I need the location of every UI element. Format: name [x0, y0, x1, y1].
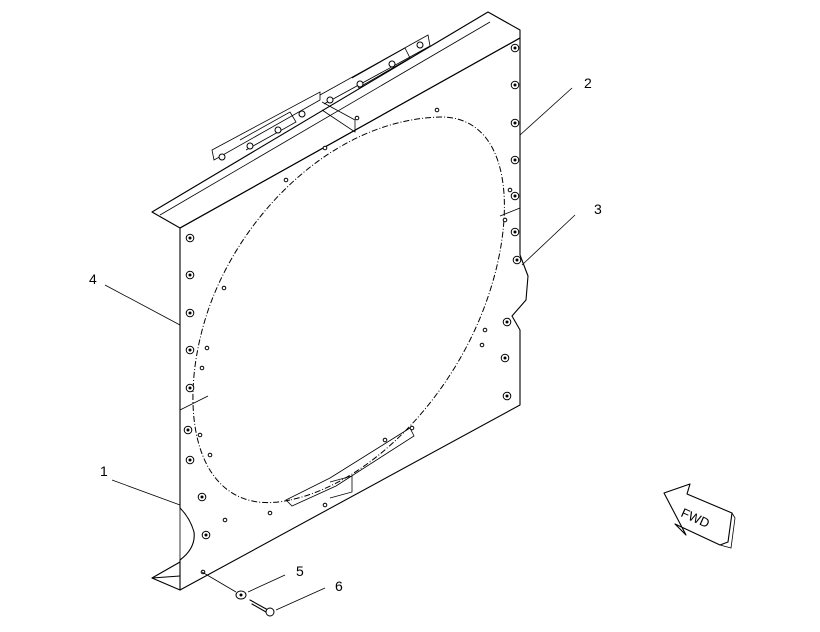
bolt-hole-center [503, 356, 507, 360]
bolt-hole [222, 517, 228, 523]
bolt-hole-center [200, 495, 204, 499]
bolt-hole-center [188, 386, 192, 390]
fwd-label: FWD [679, 505, 712, 531]
callout-4: 4 [89, 271, 97, 287]
fwd-arrow-icon [663, 483, 733, 546]
bracket-bolt [246, 142, 254, 150]
callout-5: 5 [296, 563, 304, 579]
bolt-hole-center [188, 273, 192, 277]
bolt-hole [322, 145, 328, 151]
bolt-hole-center [515, 258, 519, 262]
callout-3: 3 [594, 201, 602, 217]
bolt-hole [322, 502, 328, 508]
fasteners [201, 571, 275, 617]
bracket-bolt [218, 153, 226, 161]
ring-segment [285, 427, 415, 507]
bolt-hole-center [513, 46, 517, 50]
bolt-hole [283, 177, 289, 183]
bolt-hole-center [188, 458, 192, 462]
callout-labels: 1 2 3 4 5 6 [89, 75, 602, 594]
callout-6: 6 [335, 578, 343, 594]
bolt-hole-center [204, 533, 208, 537]
bolt-hole [382, 437, 388, 443]
bolt-hole-center [513, 194, 517, 198]
bolt-hole [267, 510, 273, 516]
bolt-holes [183, 43, 522, 575]
bracket-bolt [298, 110, 306, 118]
bracket-bolt [388, 60, 396, 68]
bolt-hole [354, 115, 360, 121]
callout-2: 2 [584, 75, 592, 91]
bracket-bolt [356, 80, 364, 88]
bolt-hole [207, 452, 213, 458]
bolt-hole [434, 107, 440, 113]
bracket-bolt [326, 96, 334, 104]
bolt-hole [502, 217, 508, 223]
fan-opening [192, 116, 505, 503]
bolt-hole-center [505, 394, 509, 398]
shroud-panel [151, 11, 529, 591]
bolt-hole [479, 342, 485, 348]
bolt-hole [199, 365, 205, 371]
bracket-bolt [416, 41, 424, 49]
bolt-hole [507, 187, 513, 193]
bolt-hole [204, 345, 210, 351]
leader-lines [104, 87, 576, 611]
bolt-hole [482, 327, 488, 333]
top-brackets [211, 34, 431, 161]
bolt-hole-center [505, 320, 509, 324]
bolt-hole [409, 425, 415, 431]
bolt-hole-center [513, 83, 517, 87]
bolt-hole-center [513, 158, 517, 162]
bolt-hole-center [188, 311, 192, 315]
bolt-hole-center [186, 428, 190, 432]
bolt-icon [249, 599, 269, 613]
bolt-hole-center [513, 230, 517, 234]
bolt-hole-center [188, 236, 192, 240]
bolt-hole [197, 432, 203, 438]
callout-1: 1 [100, 463, 108, 479]
bracket-bolt [274, 126, 282, 134]
bolt-hole [221, 285, 227, 291]
fwd-arrow: FWD [663, 483, 736, 549]
bolt-hole-center [513, 121, 517, 125]
bolt-hole-center [188, 348, 192, 352]
